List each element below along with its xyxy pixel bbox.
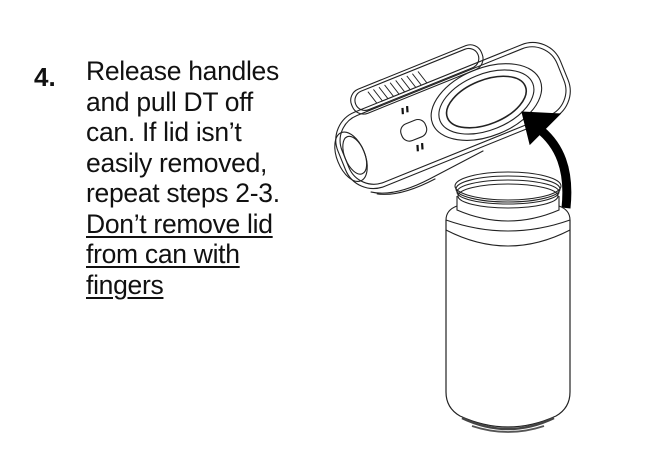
arrow-up-icon [521,111,572,209]
warning-line: Don’t remove lid [86,208,273,239]
step-line: easily removed, [86,147,268,178]
step-line: can. If lid isn’t [86,117,242,147]
step-text: Release handles and pull DT off can. If … [86,56,346,300]
can-icon [445,171,571,433]
warning-line: from can with [86,239,240,269]
warning-line: fingers [86,269,164,300]
step-number: 4. [34,62,56,92]
step-line: and pull DT off [86,86,253,117]
step-line: Release handles [86,56,279,86]
device-icon [334,41,571,195]
step-line: repeat steps 2-3. [86,178,280,208]
